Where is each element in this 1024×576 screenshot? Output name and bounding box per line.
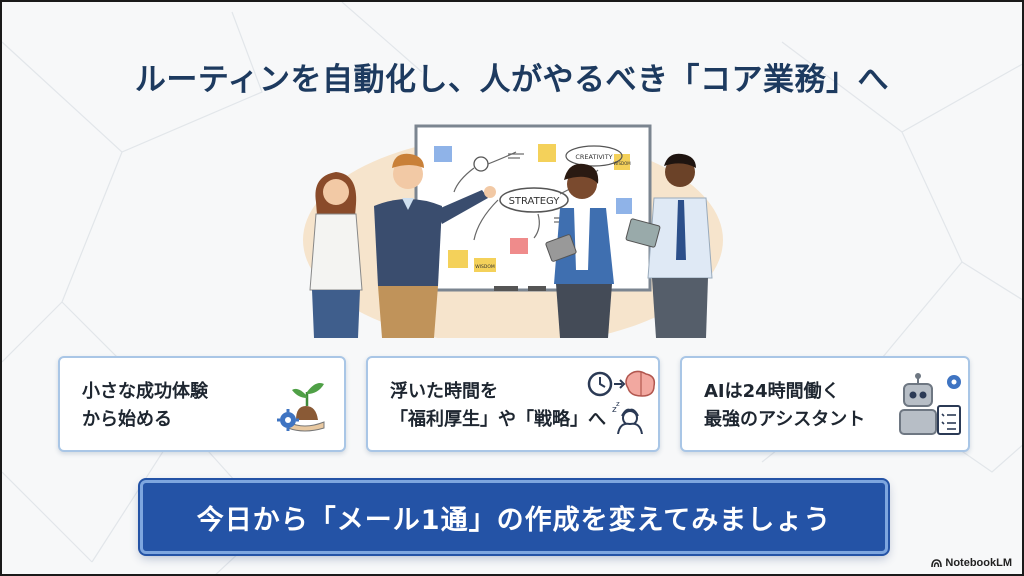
person-woman-tablet — [545, 163, 614, 338]
notebooklm-icon — [931, 558, 943, 567]
team-whiteboard-illustration: STRATEGY CREATIVITY WISDOM WISDOM — [303, 124, 723, 338]
person-woman-left — [309, 172, 363, 338]
robot-checklist-icon — [899, 373, 961, 435]
card-1-line1: 小さな成功体験 — [82, 381, 208, 402]
creativity-label: CREATIVITY — [575, 153, 612, 161]
card-2-line2: 「福利厚生」や「戦略」へ — [390, 409, 606, 430]
cta-text: 今日から「メール1通」の作成を変えてみましょう — [196, 504, 832, 536]
card-2-line1: 浮いた時間を — [390, 381, 498, 402]
card-2-text: 浮いた時間を 「福利厚生」や「戦略」へ — [390, 378, 606, 434]
svg-text:z: z — [612, 405, 617, 415]
slide-title: ルーティンを自動化し、人がやるべき「コア業務」へ — [134, 62, 890, 98]
card-free-time: 浮いた時間を 「福利厚生」や「戦略」へ z z — [366, 356, 660, 452]
clock-brain-relax-icon: z z — [587, 370, 656, 434]
card-3-line2: 最強のアシスタント — [704, 409, 866, 430]
card-small-success: 小さな成功体験 から始める — [58, 356, 346, 452]
card-3-text: AIは24時間働く 最強のアシスタント — [704, 378, 865, 434]
strategy-label: STRATEGY — [509, 196, 561, 207]
notebooklm-logo: NotebookLM — [931, 557, 1012, 569]
person-man-pointing — [374, 153, 496, 338]
card-1-text: 小さな成功体験 から始める — [82, 378, 208, 434]
card-ai-assistant: AIは24時間働く 最強のアシスタント — [680, 356, 970, 452]
card-3-line1: AIは24時間働く — [704, 381, 840, 402]
brand-name: NotebookLM — [945, 557, 1012, 569]
call-to-action-banner: 今日から「メール1通」の作成を変えてみましょう — [140, 480, 888, 554]
sprout-gear-icon — [277, 383, 325, 432]
wisdom-label-1: WISDOM — [613, 161, 631, 166]
card-1-line2: から始める — [82, 409, 172, 430]
wisdom-label-2: WISDOM — [475, 264, 495, 270]
svg-text:z: z — [616, 400, 620, 408]
person-man-right — [625, 153, 713, 338]
